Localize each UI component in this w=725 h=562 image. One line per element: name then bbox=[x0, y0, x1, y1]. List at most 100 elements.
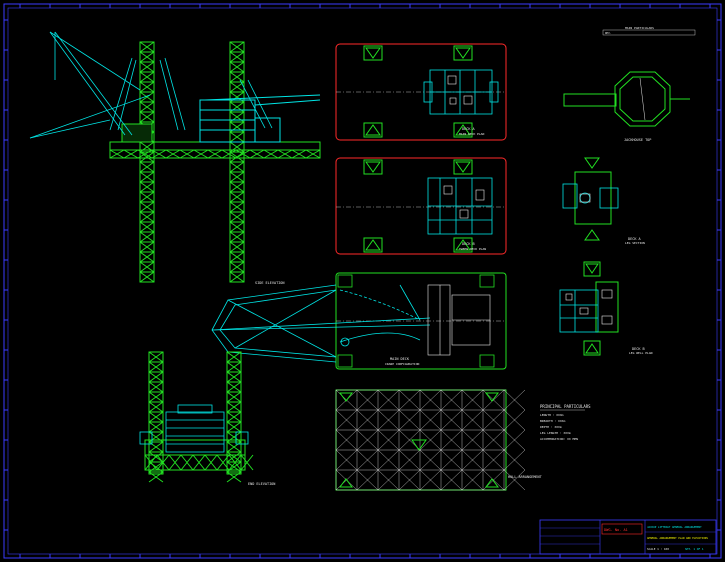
lattice-member bbox=[139, 111, 155, 123]
lattice-member bbox=[229, 201, 245, 213]
side-elevation: SIDE ELEVATION bbox=[29, 31, 321, 285]
lattice-member bbox=[139, 211, 155, 223]
lattice-member bbox=[226, 421, 242, 433]
lattice-member bbox=[356, 449, 379, 471]
lattice-member bbox=[419, 409, 442, 431]
lattice-member bbox=[503, 449, 526, 471]
lattice-member bbox=[139, 71, 155, 83]
lattice-member bbox=[398, 389, 421, 411]
plan-a-sublabel: MAIN DECK PLAN bbox=[459, 132, 484, 136]
lattice-member bbox=[229, 261, 245, 273]
lattice-member bbox=[226, 471, 242, 483]
lattice-member bbox=[139, 241, 155, 253]
jackhouse-top: JACKHOUSE TOP bbox=[563, 71, 690, 142]
lattice-member bbox=[139, 171, 155, 183]
lattice-member bbox=[440, 429, 463, 451]
lattice-member bbox=[226, 351, 242, 363]
lattice-member bbox=[229, 251, 245, 263]
lattice-member bbox=[229, 171, 245, 183]
lattice-member bbox=[482, 429, 505, 451]
lattice-member bbox=[229, 161, 245, 173]
lattice-member bbox=[249, 149, 265, 159]
plan-deck-b: DECK B TWEEN DECK PLAN bbox=[335, 157, 507, 255]
lattice-member bbox=[461, 389, 484, 411]
lattice-member bbox=[229, 241, 245, 253]
lattice-member bbox=[377, 409, 400, 431]
lattice-member bbox=[144, 454, 158, 471]
lattice-member bbox=[398, 409, 421, 431]
end-elevation-label: END ELEVATION bbox=[248, 482, 275, 486]
lattice-member bbox=[139, 161, 155, 173]
particulars-heading: PRINCIPAL PARTICULARS bbox=[540, 404, 591, 409]
lattice-member bbox=[377, 429, 400, 451]
title-scale: SCALE 1 : 100 bbox=[647, 547, 669, 551]
lattice-member bbox=[139, 201, 155, 213]
lattice-member bbox=[398, 429, 421, 451]
lattice-member bbox=[226, 401, 242, 413]
lattice-member bbox=[229, 211, 245, 223]
title-sheet: SHT. 1 OF 1 bbox=[685, 547, 704, 551]
lattice-member bbox=[356, 389, 379, 411]
lattice-member bbox=[139, 251, 155, 263]
deckhouse-side bbox=[199, 94, 321, 143]
lattice-member bbox=[398, 449, 421, 471]
main-deck-label: MAIN DECK bbox=[390, 357, 410, 361]
title-line-2: GENERAL ARRANGEMENT PLAN AND ELEVATIONS bbox=[647, 536, 708, 540]
lattice-member bbox=[482, 409, 505, 431]
plan-a-label: DECK A bbox=[462, 127, 476, 131]
lattice-member bbox=[148, 471, 164, 483]
jackhouse-sec-label: DECK A bbox=[628, 237, 642, 241]
title-line-1: JACKUP LIFTBOAT GENERAL ARRANGEMENT bbox=[647, 525, 702, 529]
jackhouse-sec-sublabel: LEG SECTION bbox=[625, 241, 645, 245]
lattice-member bbox=[139, 91, 155, 103]
plan-b-sublabel: TWEEN DECK PLAN bbox=[459, 247, 486, 251]
leg-right bbox=[229, 41, 245, 283]
lattice-member bbox=[277, 149, 293, 159]
lattice-member bbox=[180, 454, 194, 471]
lattice-member bbox=[335, 449, 358, 471]
lattice-member bbox=[168, 454, 182, 471]
hull-arrangement: HULL ARRANGEMENT bbox=[335, 389, 543, 491]
jackhouse-top-label: JACKHOUSE TOP bbox=[624, 138, 651, 142]
crane-booms bbox=[29, 31, 273, 139]
lattice-member bbox=[148, 421, 164, 433]
lattice-member bbox=[156, 454, 170, 471]
lattice-member bbox=[226, 391, 242, 403]
lattice-member bbox=[139, 81, 155, 93]
border-ticks bbox=[4, 4, 721, 558]
lattice-member bbox=[148, 401, 164, 413]
lattice-member bbox=[440, 389, 463, 411]
lattice-member bbox=[291, 149, 307, 159]
leg-left bbox=[139, 41, 155, 283]
lattice-member bbox=[503, 429, 526, 451]
lattice-member bbox=[207, 149, 223, 159]
hull-plan-label: HULL ARRANGEMENT bbox=[508, 475, 543, 479]
particulars-row: LEG LENGTH : XXXm bbox=[540, 431, 571, 435]
lattice-member bbox=[139, 151, 155, 163]
lattice-member bbox=[419, 389, 442, 411]
lattice-member bbox=[229, 181, 245, 193]
plan-b-label: DECK B bbox=[462, 242, 475, 246]
lattice-member bbox=[179, 149, 195, 159]
particulars-row: ACCOMMODATION: XX MEN bbox=[540, 437, 578, 441]
lattice-member bbox=[482, 389, 505, 411]
lattice-member bbox=[148, 441, 164, 453]
lattice-member bbox=[229, 131, 245, 143]
lattice-member bbox=[461, 429, 484, 451]
lattice-member bbox=[139, 231, 155, 243]
lattice-member bbox=[229, 61, 245, 73]
lattice-member bbox=[356, 429, 379, 451]
lattice-member bbox=[229, 41, 245, 53]
lattice-member bbox=[139, 101, 155, 113]
lattice-member bbox=[216, 454, 230, 471]
lattice-member bbox=[226, 371, 242, 383]
lattice-member bbox=[503, 409, 526, 431]
lattice-member bbox=[226, 381, 242, 393]
jackhouse-bottom: DECK B LEG WELL PLAN bbox=[559, 261, 653, 356]
lattice-member bbox=[503, 389, 526, 411]
jackhouse-bot-sublabel: LEG WELL PLAN bbox=[629, 351, 653, 355]
lattice-member bbox=[123, 149, 139, 159]
lattice-member bbox=[419, 469, 442, 491]
lattice-member bbox=[440, 449, 463, 471]
